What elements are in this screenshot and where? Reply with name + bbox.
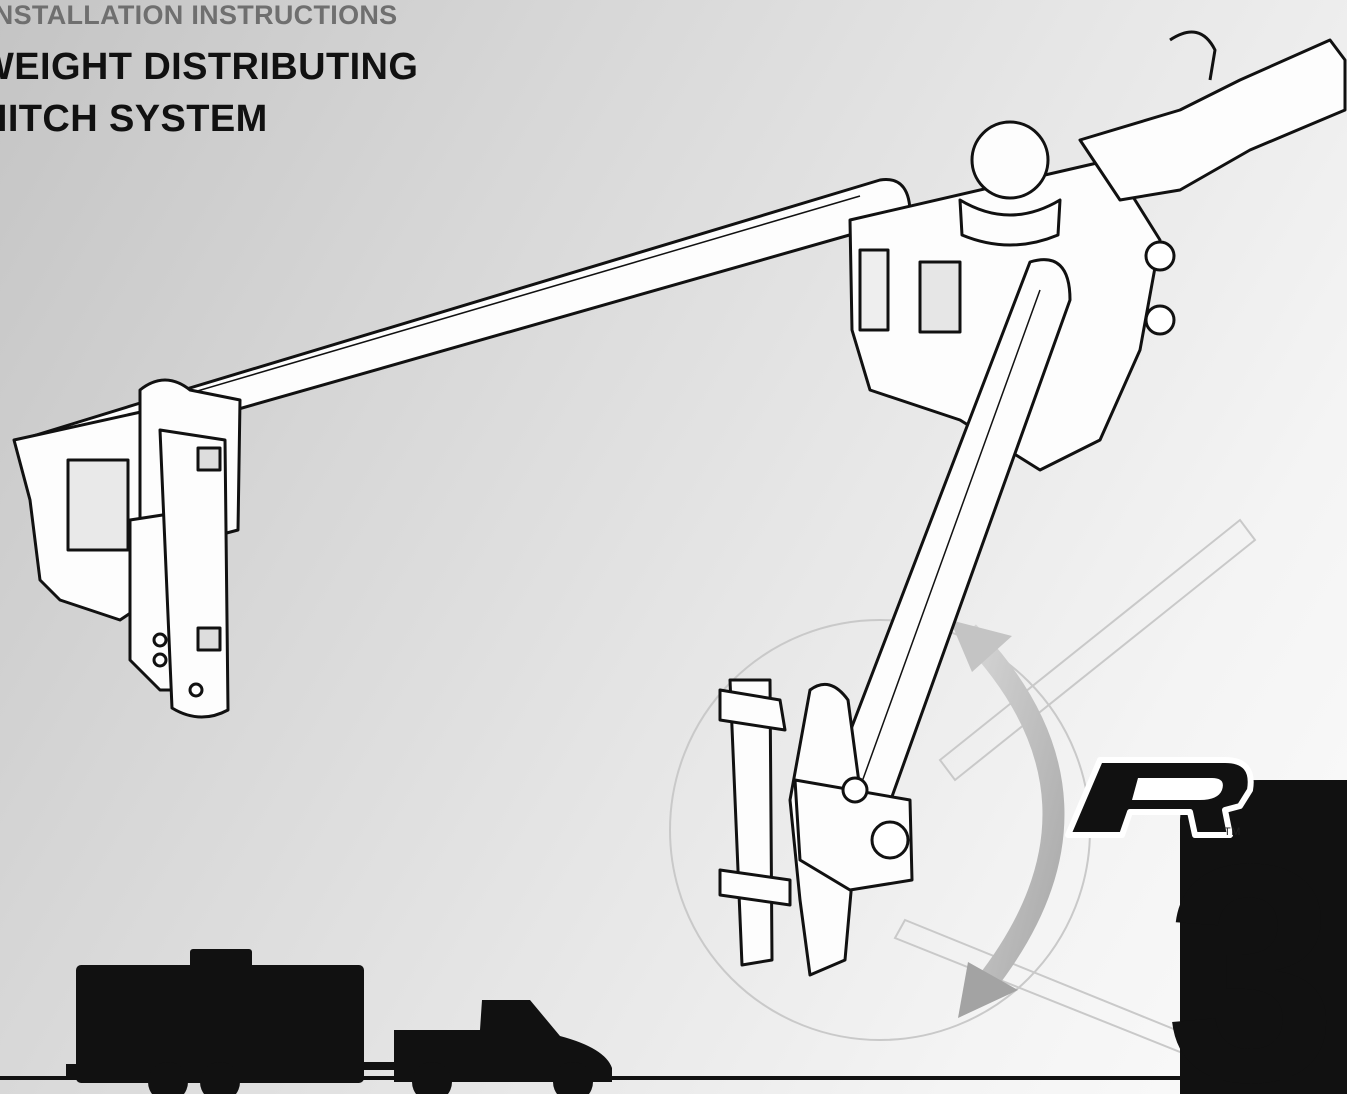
document-title-line-2: HITCH SYSTEM [0, 98, 268, 140]
left-frame-bracket [12, 378, 242, 719]
document-subtitle: INSTALLATION INSTRUCTIONS [0, 0, 398, 30]
footer-rule [0, 1076, 1347, 1080]
trailer-truck-silhouette [66, 949, 612, 1094]
trademark-mark: TM [1224, 826, 1241, 838]
right-frame-bracket [718, 678, 914, 977]
right-spring-bar [818, 258, 1072, 832]
r3-logo: 3 [1065, 757, 1347, 1094]
logo-number: 3 [1165, 799, 1337, 1094]
motion-arrow-icon [950, 620, 1065, 1018]
document-title-line-1: WEIGHT DISTRIBUTING [0, 46, 419, 88]
hitch-head [848, 30, 1347, 472]
